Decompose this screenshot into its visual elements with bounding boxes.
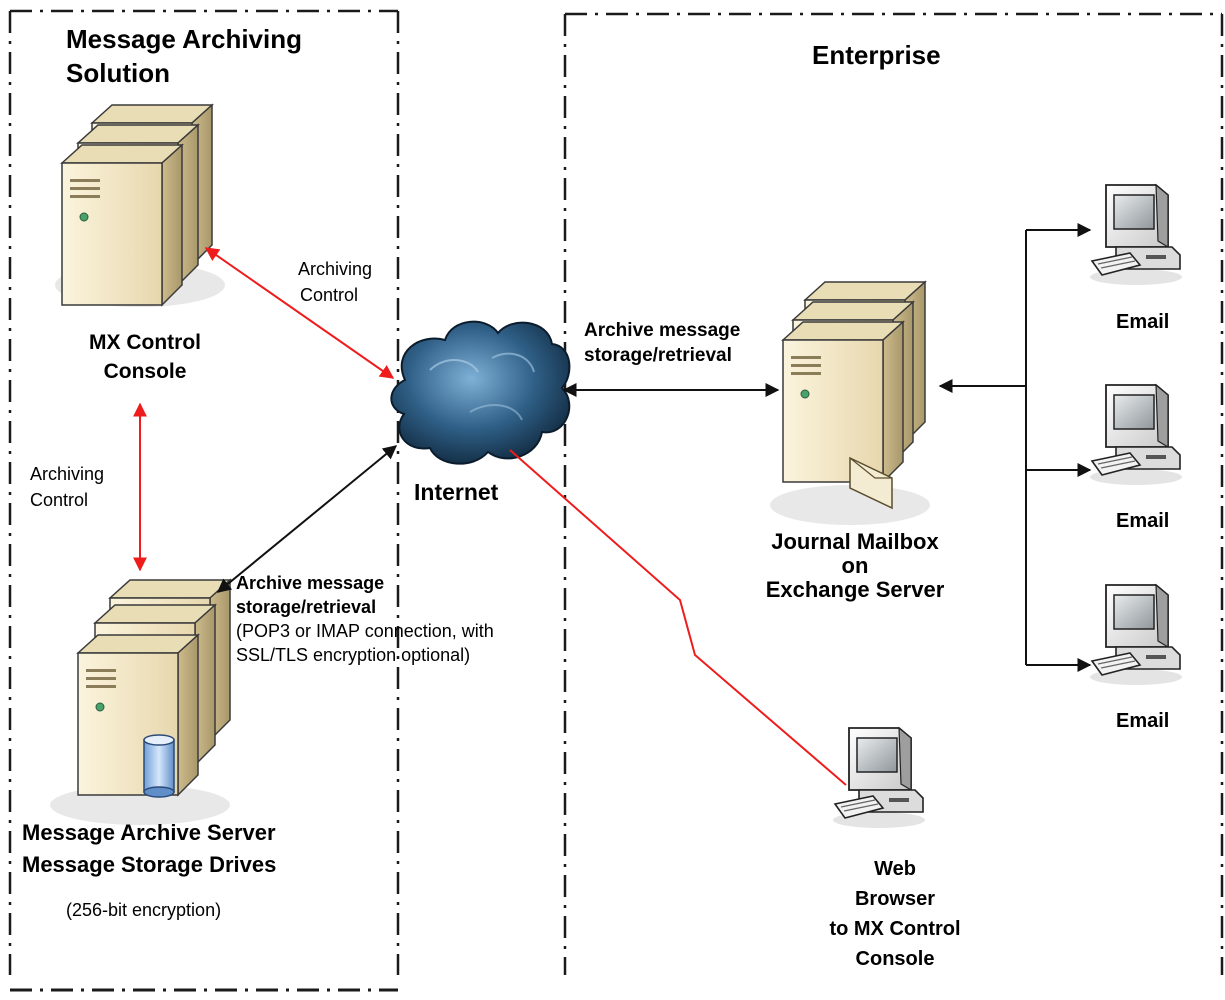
internet-label: Internet <box>414 479 499 505</box>
email-workstation-icon <box>1089 384 1183 486</box>
mx-console-label: MX Control Console <box>89 331 201 383</box>
link-console-internet <box>204 247 395 379</box>
internet-cloud-icon <box>390 320 571 465</box>
archive-internet-link-label: Archive message storage/retrieval (POP3 … <box>236 573 494 665</box>
archive-server-label: Message Archive Server Message Storage D… <box>22 820 277 877</box>
internet-journal-link-label: Archive message storage/retrieval <box>584 320 741 366</box>
email-workstation-icon <box>1089 184 1183 286</box>
archive-server-icon <box>50 579 231 825</box>
link-browser-internet <box>509 449 847 786</box>
enterprise-zone-title: Enterprise <box>812 40 941 70</box>
email-workstation-icon <box>1089 584 1183 686</box>
storage-cylinder-icon <box>143 734 175 798</box>
console-archive-link-label: Archiving Control <box>30 464 105 510</box>
mx-console-server-icon <box>55 104 225 307</box>
link-archive-internet <box>216 445 398 593</box>
journal-mailbox-label: Journal Mailbox on Exchange Server <box>765 529 945 602</box>
archiving-zone-title: Message Archiving Solution <box>66 24 303 88</box>
envelope-icon <box>849 456 893 510</box>
email-label: Email <box>1116 510 1170 532</box>
archive-encryption-note: (256-bit encryption) <box>66 900 222 920</box>
console-internet-link-label: Archiving Control <box>298 259 373 305</box>
email-label: Email <box>1116 710 1170 732</box>
archiving-zone-boundary <box>8 9 400 992</box>
web-browser-workstation-icon <box>832 727 926 829</box>
email-distribution-links <box>938 223 1092 672</box>
enterprise-zone-boundary <box>563 12 1224 975</box>
email-label: Email <box>1116 311 1170 333</box>
web-browser-label: Web Browser to MX Control Console <box>829 858 961 970</box>
